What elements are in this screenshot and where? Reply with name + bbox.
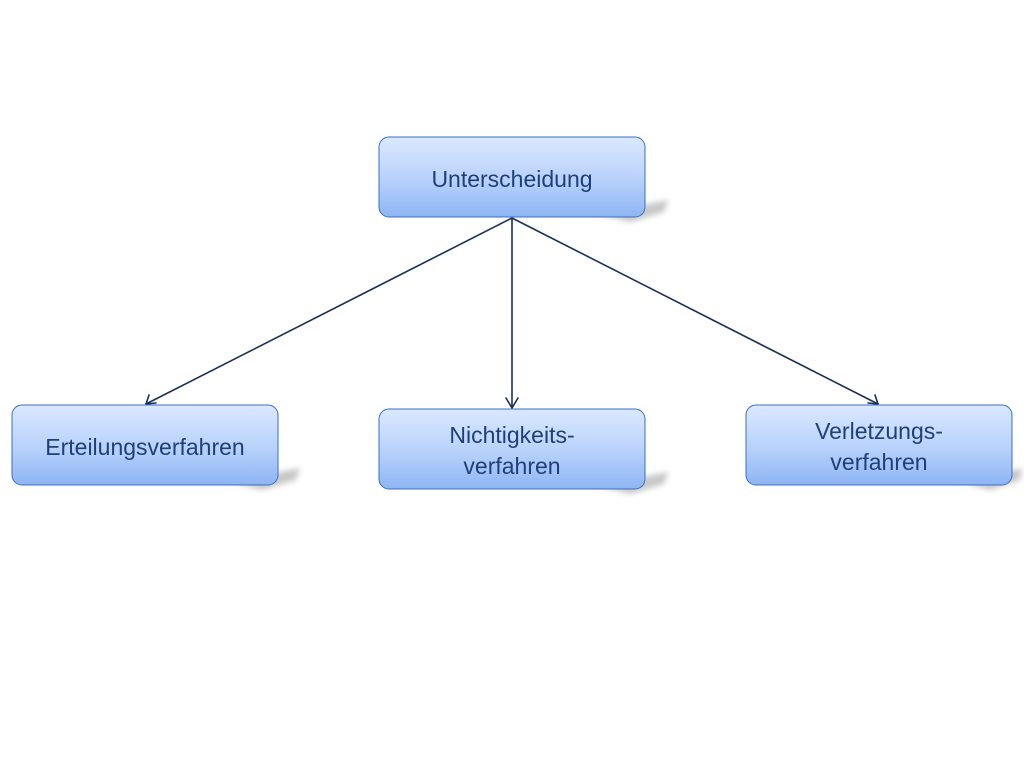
node-box	[378, 408, 646, 490]
connector-to-erteilungsverfahren	[145, 217, 513, 405]
node-verletzungsverfahren: Verletzungs- verfahren	[745, 404, 1022, 490]
node-label-line-1: Verletzungs-	[815, 418, 943, 444]
arrowhead-erteilungsverfahren	[145, 394, 157, 405]
node-box	[11, 404, 279, 486]
node-nichtigkeitsverfahren: Nichtigkeits- verfahren	[378, 408, 668, 494]
connector-to-verletzungsverfahren	[511, 217, 879, 405]
node-box	[378, 136, 646, 218]
node-label-line-2: verfahren	[463, 453, 560, 479]
connectors	[145, 217, 879, 409]
node-label-line-1: Nichtigkeits-	[449, 422, 574, 448]
node-box	[745, 404, 1013, 486]
node-unterscheidung: Unterscheidung	[378, 136, 668, 222]
arrowhead-nichtigkeitsverfahren	[505, 397, 519, 409]
node-erteilungsverfahren: Erteilungsverfahren	[11, 404, 300, 490]
node-label-line-2: verfahren	[830, 449, 927, 475]
arrowhead-verletzungsverfahren	[867, 394, 879, 405]
node-label: Unterscheidung	[431, 166, 592, 192]
node-label: Erteilungsverfahren	[45, 434, 244, 460]
